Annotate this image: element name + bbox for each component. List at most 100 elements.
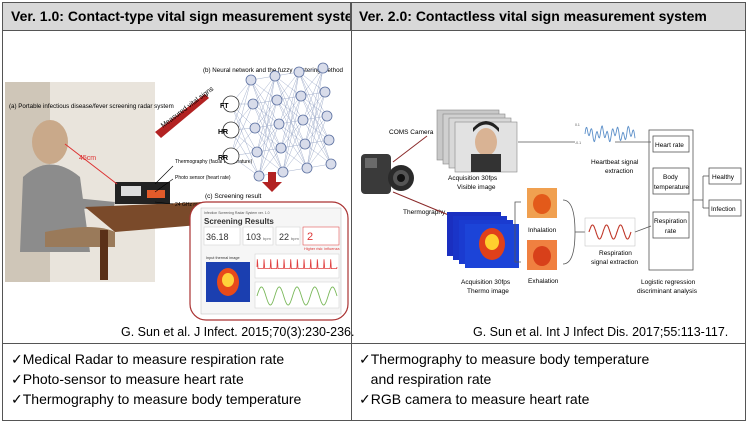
exhalation-nose — [533, 246, 551, 266]
visible-acquisition-label: Acquisition 30fps — [448, 175, 498, 182]
right-bullets: ✓Thermography to measure body temperatur… — [359, 349, 649, 409]
nn-connection — [302, 67, 324, 121]
visible-image-label: Visible image — [457, 184, 496, 191]
hidden-node — [273, 118, 285, 130]
neural-network-caption: (b) Neural network and the fuzzy cluster… — [203, 67, 344, 74]
risk-label: Higher risk: influenza — [304, 247, 340, 251]
hidden-node — [325, 158, 337, 170]
nn-connection — [276, 71, 300, 101]
heartbeat-label-1: Heartbeat signal — [591, 159, 639, 166]
heart-rate-box — [652, 135, 690, 153]
nn-connection — [254, 75, 276, 129]
left-bullets: ✓Medical Radar to measure respiration ra… — [11, 349, 301, 409]
nn-connection — [282, 71, 300, 173]
body-temp-label-1: Body — [663, 174, 679, 181]
hidden-node — [275, 142, 287, 154]
hb-tick-top: 0.1 — [575, 123, 580, 127]
resp-label-2: signal extraction — [591, 259, 638, 266]
right-bullet-2: and respiration rate — [359, 371, 492, 387]
measured-arrow — [155, 94, 209, 138]
hidden-node — [293, 66, 305, 78]
thermography-label: Thermography — [403, 209, 446, 216]
left-bullet-1: ✓Medical Radar to measure respiration ra… — [11, 351, 285, 367]
right-panel-header: Ver. 2.0: Contactless vital sign measure… — [351, 3, 745, 31]
thermal-caption: Input thermal image — [206, 256, 240, 260]
input-node — [222, 147, 240, 165]
resp-to-features — [634, 225, 652, 233]
camera-to-visible — [392, 135, 428, 163]
input-node — [222, 95, 240, 113]
heart-rate-label: Heart rate — [655, 142, 684, 149]
nn-connection — [258, 75, 276, 177]
infection-box — [708, 199, 742, 217]
inhalation-nose — [533, 194, 551, 214]
photo-sensor-callout: Photo sensor (heart rate) — [175, 175, 231, 181]
healthy-label: Healthy — [712, 174, 735, 181]
nn-connection — [280, 71, 300, 149]
hidden-node — [299, 138, 311, 150]
heartbeat-label-2: extraction — [605, 168, 634, 175]
nn-connection — [252, 75, 276, 105]
node-ft-label: FT — [220, 103, 229, 110]
screening-window-title: Infection Screening Radar System ver. 1.… — [204, 211, 270, 215]
pulse-wave — [256, 259, 338, 269]
camera — [361, 154, 414, 194]
nn-connection — [230, 103, 260, 177]
hb-tick-bottom: -0.1 — [575, 141, 581, 145]
camera-to-thermo — [392, 191, 452, 217]
exhalation-label: Exhalation — [528, 278, 559, 285]
neural-network — [222, 62, 337, 182]
hidden-node — [251, 146, 263, 158]
desk-leg — [100, 230, 108, 280]
nn-connection — [306, 91, 326, 169]
nn-connection — [258, 147, 282, 177]
hidden-node — [253, 170, 265, 182]
hidden-node — [277, 166, 289, 178]
nn-connection — [230, 103, 254, 157]
body-temp-box — [652, 167, 690, 195]
resp-rate-label-2: rate — [665, 228, 677, 235]
body-temp-label-2: temperature — [654, 184, 689, 191]
thermo-image-label: Thermo image — [467, 288, 509, 295]
nn-connection — [304, 67, 324, 145]
pulse-chart — [254, 253, 340, 279]
hidden-node — [271, 94, 283, 106]
person-head — [32, 120, 68, 164]
nn-connection — [256, 75, 276, 153]
resp-label-1: Respiration — [599, 250, 632, 257]
infection-label: Infection — [711, 206, 736, 213]
resp-unit: bpm — [291, 236, 299, 241]
bullets-divider — [3, 343, 745, 344]
contactless-system-diagram: COMS Camera Thermography Acquisition 30f… — [361, 109, 742, 295]
nn-connection — [282, 95, 302, 173]
heart-value: 103 — [246, 232, 261, 242]
nn-connection — [278, 71, 300, 125]
respiration-wave — [256, 286, 338, 306]
nn-connection — [230, 79, 252, 157]
nn-connection — [282, 119, 304, 173]
thermography-callout: Thermography (facial temperature) — [175, 159, 253, 165]
coms-camera-label: COMS Camera — [389, 129, 434, 136]
crop-bracket — [562, 199, 576, 265]
healthy-box — [708, 167, 742, 185]
nn-connection — [300, 67, 324, 97]
resp-value: 22 — [279, 232, 289, 242]
hidden-node — [295, 90, 307, 102]
risk-value: 2 — [307, 231, 313, 243]
screening-results-title: Screening Results — [204, 217, 274, 226]
device-screen — [121, 186, 141, 196]
distance-label: 45cm — [79, 155, 96, 162]
distance-line — [64, 143, 118, 185]
left-bullet-2: ✓Photo-sensor to measure heart rate — [11, 371, 244, 387]
inhalation-label: Inhalation — [528, 227, 557, 234]
resp-rate-label-1: Respiration — [654, 218, 687, 225]
logistic-label-2: discriminant analysis — [637, 288, 698, 295]
nn-connection — [230, 79, 252, 131]
resp-rate-box — [652, 211, 690, 239]
visible-image-stack — [436, 109, 518, 173]
panel-divider — [351, 3, 352, 420]
right-citation: G. Sun et al. Int J Infect Dis. 2017;55:… — [473, 325, 729, 339]
nn-connection — [230, 103, 258, 153]
down-arrow — [262, 172, 282, 192]
